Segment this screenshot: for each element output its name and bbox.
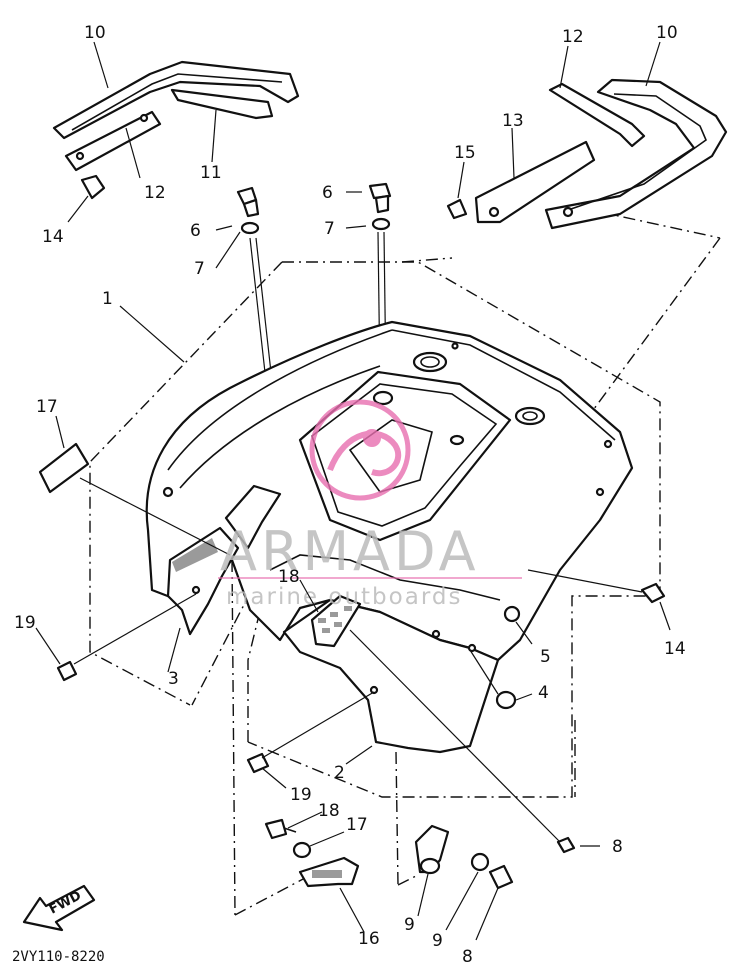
armada-logo-icon xyxy=(309,399,411,501)
callout-5: 5 xyxy=(540,647,551,667)
callout-10-left: 12 xyxy=(144,183,166,203)
callout-18-top: 17 xyxy=(346,815,368,835)
callout-4: 4 xyxy=(538,683,549,703)
callout-17-bottom: 8 xyxy=(462,947,473,967)
fasteners xyxy=(56,569,666,854)
callout-13: 8 xyxy=(612,837,623,857)
callout-2: 2 xyxy=(334,763,345,783)
callout-14-center: 18 xyxy=(278,567,300,587)
reflector-part-14-left xyxy=(38,442,231,556)
callout-9-right: 12 xyxy=(562,27,584,47)
callout-12-right: 15 xyxy=(454,143,476,163)
callout-leaders xyxy=(35,41,671,941)
callout-19-left: 19 xyxy=(14,613,36,633)
watermark: ARMADA marine outboards xyxy=(218,399,522,610)
callout-3: 3 xyxy=(168,669,179,689)
fwd-arrow: FWD xyxy=(22,884,96,932)
callout-12-left: 14 xyxy=(42,227,64,247)
callout-8-right: 10 xyxy=(656,23,678,43)
diagram-code: 2VY110-8220 xyxy=(12,949,105,965)
callout-7-left: 7 xyxy=(194,259,205,279)
side-cover-part-3 xyxy=(166,526,240,636)
lower-bracket-group xyxy=(264,818,514,890)
callout-11: 14 xyxy=(664,639,686,659)
watermark-name: ARMADA xyxy=(220,520,480,583)
callout-18-bottom: 9 xyxy=(432,931,443,951)
callout-19-bottom: 19 xyxy=(290,785,312,805)
bolts-and-washers-6-7 xyxy=(236,182,392,235)
callout-1: 1 xyxy=(102,289,113,309)
callout-16: 16 xyxy=(358,929,380,949)
reflector-part-14-center xyxy=(310,594,362,648)
callout-numbers: 10 10 12 11 13 12 14 15 6 6 7 7 1 17 3 1… xyxy=(14,23,686,967)
callout-6-right: 6 xyxy=(322,183,333,203)
callout-8-left: 10 xyxy=(84,23,106,43)
callout-17-top: 18 xyxy=(318,801,340,821)
watermark-tagline: marine outboards xyxy=(226,584,462,610)
callout-9-left: 11 xyxy=(200,163,222,183)
callout-6-left: 6 xyxy=(190,221,201,241)
top-left-bracket-group xyxy=(52,60,300,200)
callout-15: 9 xyxy=(404,915,415,935)
callout-10-right: 13 xyxy=(502,111,524,131)
callout-14-left: 17 xyxy=(36,397,58,417)
top-right-bracket-group xyxy=(446,78,728,230)
callout-7-right: 7 xyxy=(324,219,335,239)
